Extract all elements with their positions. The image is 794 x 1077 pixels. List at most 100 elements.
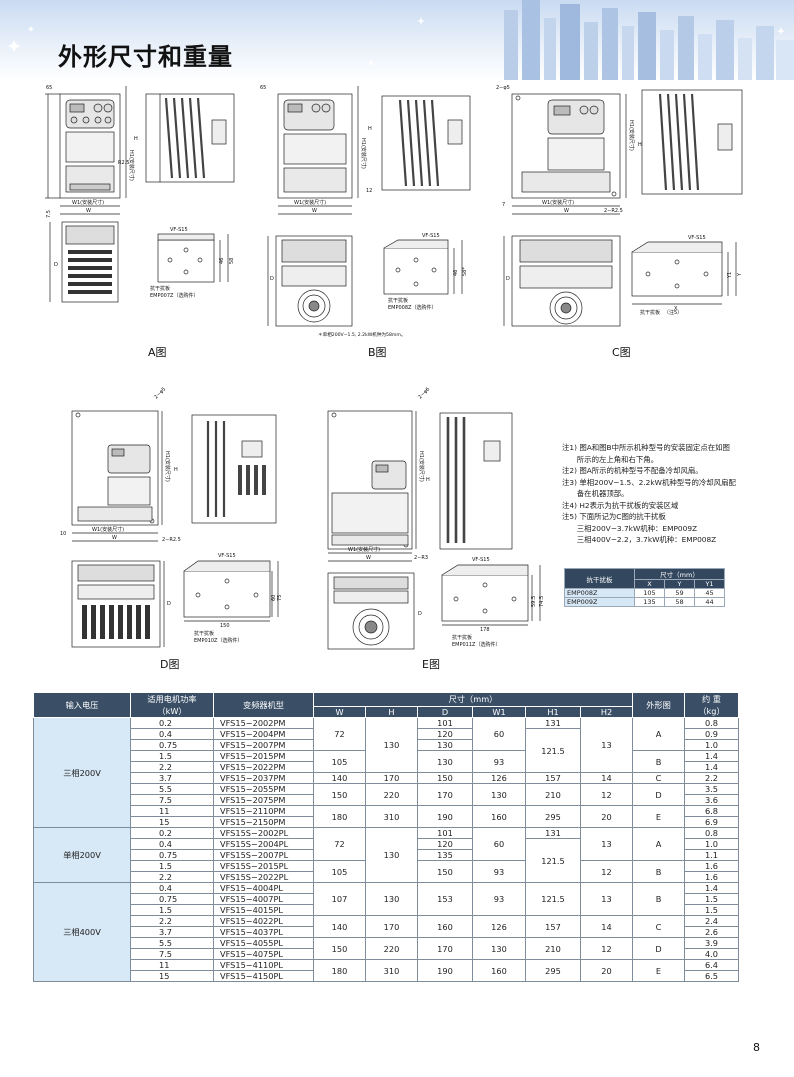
figure-d-plate-view: [183, 560, 279, 622]
figure-d-front-view: [71, 410, 163, 542]
fig-e-h-label: H: [426, 477, 430, 483]
table-row: 三相200V 0.2 VFS15−2002PM 72 130 101 60 13…: [33, 717, 740, 828]
fig-e-595-label: 59.5: [531, 596, 537, 607]
table-row: 11 VFS15−4110PL 180 310 190 160 295 20 E…: [34, 959, 740, 982]
fig-b-12-label: 12: [366, 188, 372, 194]
fig-d-150-label: 150: [220, 623, 230, 629]
fig-d-vf-label: VF-S15: [218, 553, 236, 559]
fig-e-w1-label: W1(安装尺寸): [348, 546, 380, 553]
emp-col-x: X: [634, 579, 665, 589]
fig-c-w-label: W: [564, 208, 569, 214]
col-d: D: [417, 705, 473, 719]
fig-b-d-label: D: [270, 276, 274, 282]
fig-a-h-label: H: [134, 136, 138, 142]
fig-c-h1-label: H1(安装尺寸): [628, 120, 635, 151]
col-h2: H2: [579, 705, 634, 719]
fig-d-w-label: W: [112, 535, 117, 541]
fig-b-plate-model: EMP008Z（选购件）: [388, 304, 436, 311]
note-line: 注2) 图A所示的机种型号不配备冷却风扇。: [562, 466, 703, 475]
fig-e-745-label: 74.5: [539, 596, 545, 607]
fig-a-plate-model: EMP007Z（选购件）: [150, 292, 198, 299]
col-weight: 约 重（kg）: [684, 692, 740, 718]
fig-d-plate-label: 抗干扰板: [194, 630, 214, 637]
fig-c-w1-label: W1(安装尺寸): [542, 199, 574, 206]
figure-c-front-view: [511, 93, 627, 215]
fig-a-58-label: 58: [229, 258, 235, 264]
spec-table: 输入电压 适用电机功率（kW） 变频器机型 尺寸（mm） 外形图 约 重（kg）…: [33, 692, 740, 982]
note-line: 三相400V−2.2，3.7kW机种：EMP008Z: [562, 535, 717, 544]
col-model: 变频器机型: [213, 692, 314, 718]
table-row: 2.2 VFS15−2022PM 1.4: [34, 761, 740, 773]
fig-e-d-label: D: [418, 611, 422, 617]
fig-e-r3-label: 2−R3: [414, 555, 428, 561]
fig-d-plate-model: EMP010Z（选购件）: [194, 637, 242, 644]
voltage-cell: 三相400V: [33, 882, 131, 982]
fig-b-w-label: W: [312, 208, 317, 214]
fig-b-w1-label: W1(安装尺寸): [294, 199, 326, 206]
fig-a-75-label: 7.5: [46, 210, 52, 218]
table-row: 7.5 VFS15−2075PM 3.6: [34, 794, 740, 806]
fig-c-plate-label: 抗干扰板: [640, 309, 660, 316]
fig-d-75-label: 75: [277, 595, 283, 601]
fig-c-plate-model: （注5）: [664, 309, 682, 316]
figure-a: 65 H1(安装尺寸) H R2.5 W1(安装尺寸) W: [40, 80, 255, 359]
figure-e-bottom-view: [327, 572, 415, 650]
fig-a-vf-label: VF-S15: [170, 227, 188, 233]
figure-b-side-view: [381, 95, 471, 191]
figure-b-bottom-view: [267, 235, 353, 327]
table-row: 5.5 VFS15−4055PL 150 220 170 130 210 12 …: [34, 937, 740, 960]
figure-c-bottom-view: [503, 235, 621, 327]
fig-d-10-label: 10: [60, 531, 66, 537]
table-row: 0.75 VFS15−2007PM 130 1.0: [34, 739, 740, 751]
fig-c-r25-label: 2−R2.5: [604, 208, 623, 214]
table-row: 5.5 VFS15−2055PM 150 220 170 130 210 12 …: [34, 783, 740, 806]
table-row: EMP008Z 105 59 45: [564, 588, 725, 598]
emp-plate-table: 抗干扰板 尺寸（mm） X Y Y1 EMP008Z 105 59 45 EMP…: [564, 568, 725, 607]
figure-d-bottom-view: [71, 560, 165, 648]
table-row: 2.2 VFS15−4022PL 140 170 160 126 157 14 …: [34, 915, 740, 938]
notes-block: 注1) 图A和图B中所示机种型号的安装固定点在如图 所示的左上角和右下角。 注2…: [562, 442, 790, 546]
fig-c-7-label: 7: [502, 202, 505, 208]
figure-e: 2−φ6 H1(安装尺寸) H W1(安装尺寸) 2−R3 W D: [308, 385, 553, 677]
fig-c-vf-label: VF-S15: [688, 235, 706, 241]
fig-a-w-label: W: [86, 208, 91, 214]
col-w: W: [313, 705, 366, 719]
fig-c-d-label: D: [506, 276, 510, 282]
fig-b-footnote: ＊单相200V−1.5, 2.2kW机种为58mm。: [318, 331, 405, 338]
fig-a-46-label: 46: [219, 258, 225, 264]
fig-b-65-label: 65: [260, 85, 266, 91]
sparkle-decoration: [8, 17, 785, 66]
figure-e-caption: E图: [422, 658, 440, 671]
figure-b-front-view: [277, 86, 359, 215]
figure-c-plate-view: [631, 241, 737, 305]
figure-d: 2−φ5 H1(安装尺寸) H 10 W1(安装尺寸) 2−R2.5 W: [58, 385, 283, 677]
figure-d-side-view: [191, 414, 277, 524]
fig-e-178-label: 178: [480, 627, 490, 633]
fig-b-58-label: 58*: [462, 267, 468, 276]
col-w1: W1: [472, 705, 526, 719]
figure-c-side-view: [641, 89, 743, 195]
figure-e-front-view: [327, 410, 417, 562]
note-line: 所示的左上角和右下角。: [562, 454, 659, 464]
col-power: 适用电机功率（kW）: [130, 692, 214, 718]
fig-e-vf-label: VF-S15: [472, 557, 490, 563]
figure-b: 65 H1(安装尺寸) H W1(安装尺寸) W 12 D: [258, 80, 480, 359]
table-row: 15 VFS15−2150PM 6.9: [34, 816, 740, 828]
emp-header-dim: 尺寸（mm）: [634, 568, 725, 580]
table-row: 11 VFS15−2110PM 180 310 190 160 295 20 E…: [34, 805, 740, 828]
table-row: EMP009Z 135 58 44: [564, 597, 725, 607]
fig-c-265-label: 2−φ5: [496, 85, 510, 91]
table-row: 15 VFS15−4150PL 6.5: [34, 970, 740, 982]
fig-c-h-label: H: [638, 142, 642, 148]
figure-a-side-view: [145, 93, 235, 183]
fig-a-65-label: 65: [46, 85, 52, 91]
table-row: 三相400V 0.4 VFS15−4004PL 107 130 153 93 1…: [33, 882, 740, 982]
figure-c: 2−φ5 H1(安装尺寸) H 7 W1(安装尺寸) 2−R2.5 W D: [492, 80, 754, 359]
page-header: [0, 0, 794, 80]
fig-a-r25-label: R2.5: [118, 160, 129, 166]
fig-a-h1-label: H1(安装尺寸): [128, 150, 135, 181]
emp-col-y: Y: [664, 579, 695, 589]
note-line: 注5) 下面所记为C图的抗干扰板: [562, 512, 666, 521]
fig-d-60-label: 60: [271, 595, 277, 601]
fig-c-y-label: Y: [737, 272, 743, 277]
